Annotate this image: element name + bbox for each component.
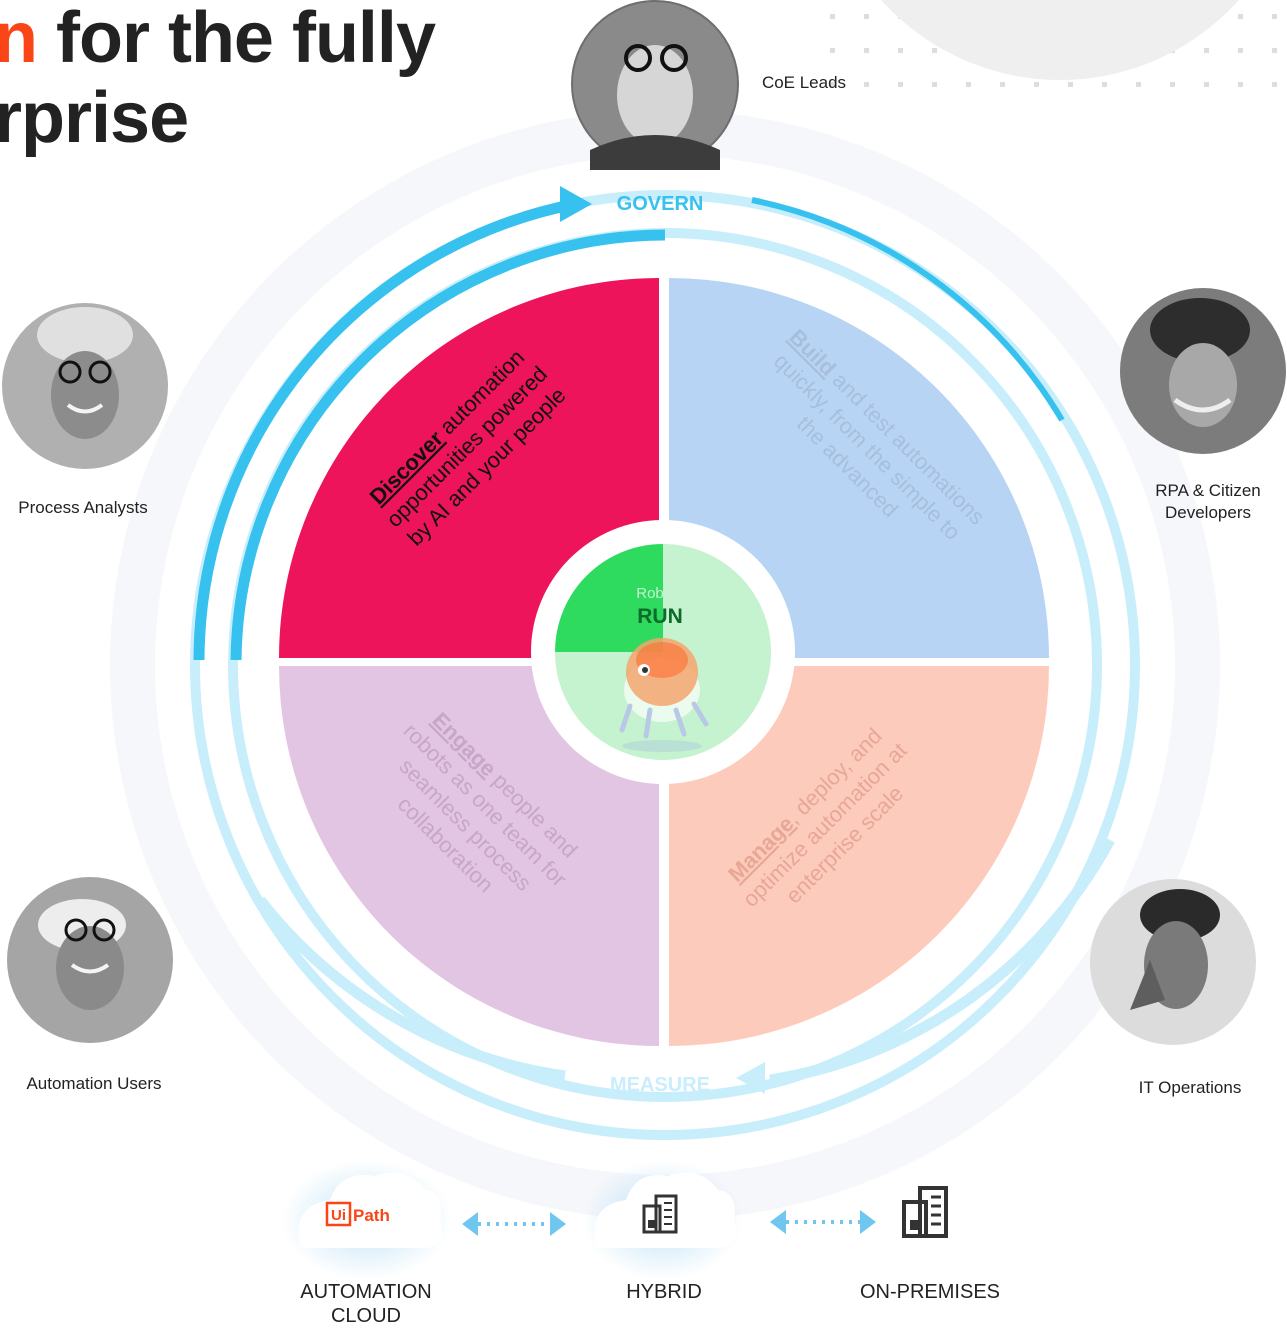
center-robots-label: Robots	[636, 585, 684, 602]
persona-label-rpa-line2: Developers	[1165, 503, 1251, 522]
onprem-building-icon	[902, 1186, 948, 1238]
avatar-automation-users	[7, 877, 173, 1043]
avatar-rpa-developers	[1120, 288, 1286, 454]
logo-path-text: Path	[353, 1206, 390, 1225]
persona-label-users: Automation Users	[26, 1074, 162, 1093]
automation-cloud-shape	[298, 1172, 443, 1248]
automation-cloud-label-line1: AUTOMATION	[300, 1281, 432, 1303]
page-title: n for the fully rprise	[0, 0, 436, 158]
run-dark-segment	[555, 544, 663, 652]
build-quadrant	[669, 278, 1049, 658]
measure-arrowhead	[736, 1062, 765, 1094]
hybrid-onprem-arrow-icon	[770, 1210, 876, 1234]
persona-label-rpa: RPA & Citizen Developers	[1128, 480, 1287, 524]
hybrid-label: HYBRID	[626, 1281, 702, 1303]
onprem-label: ON-PREMISES	[859, 1281, 1001, 1303]
govern-outer-arc	[193, 198, 577, 661]
engage-quadrant	[279, 666, 659, 1046]
center-run-label: RUN	[637, 605, 683, 628]
logo-ui-text: Ui	[331, 1207, 346, 1224]
measure-left-arc	[255, 896, 566, 1082]
hybrid-building-icon	[642, 1194, 678, 1234]
manage-quadrant	[669, 666, 1049, 1046]
measure-arc	[769, 837, 1115, 1086]
title-line1-rest: for the fully	[36, 0, 436, 78]
govern-right-arc	[751, 197, 1065, 422]
title-line-1: n for the fully	[0, 0, 436, 78]
persona-label-analysts: Process Analysts	[18, 498, 148, 517]
inner-ring-light	[228, 228, 1102, 1102]
persona-label-itops: IT Operations	[1138, 1078, 1242, 1097]
title-accent: n	[0, 0, 38, 78]
persona-label-coe: CoE Leads	[761, 73, 847, 92]
govern-inner-arc	[230, 229, 666, 661]
uipath-logo: Ui Path	[325, 1201, 390, 1227]
govern-arrowhead	[560, 186, 592, 222]
robot-illustration	[619, 638, 709, 752]
avatar-process-analysts	[2, 303, 168, 469]
govern-label: GOVERN	[617, 193, 704, 215]
title-line-2: rprise	[0, 78, 189, 158]
outer-ring-light	[190, 190, 1140, 1140]
discover-quadrant	[279, 278, 659, 658]
measure-label: MEASURE	[610, 1074, 710, 1096]
persona-label-rpa-line1: RPA & Citizen	[1155, 481, 1261, 500]
automation-cloud-label-line2: CLOUD	[330, 1305, 401, 1327]
cloud-hybrid-arrow-icon	[462, 1212, 566, 1236]
run-light-segment	[663, 544, 771, 652]
background-circle-decoration	[881, 0, 1239, 80]
avatar-coe-leads	[571, 0, 739, 170]
avatar-it-operations	[1090, 879, 1256, 1045]
automation-cloud-label: AUTOMATION CLOUD	[266, 1280, 466, 1328]
